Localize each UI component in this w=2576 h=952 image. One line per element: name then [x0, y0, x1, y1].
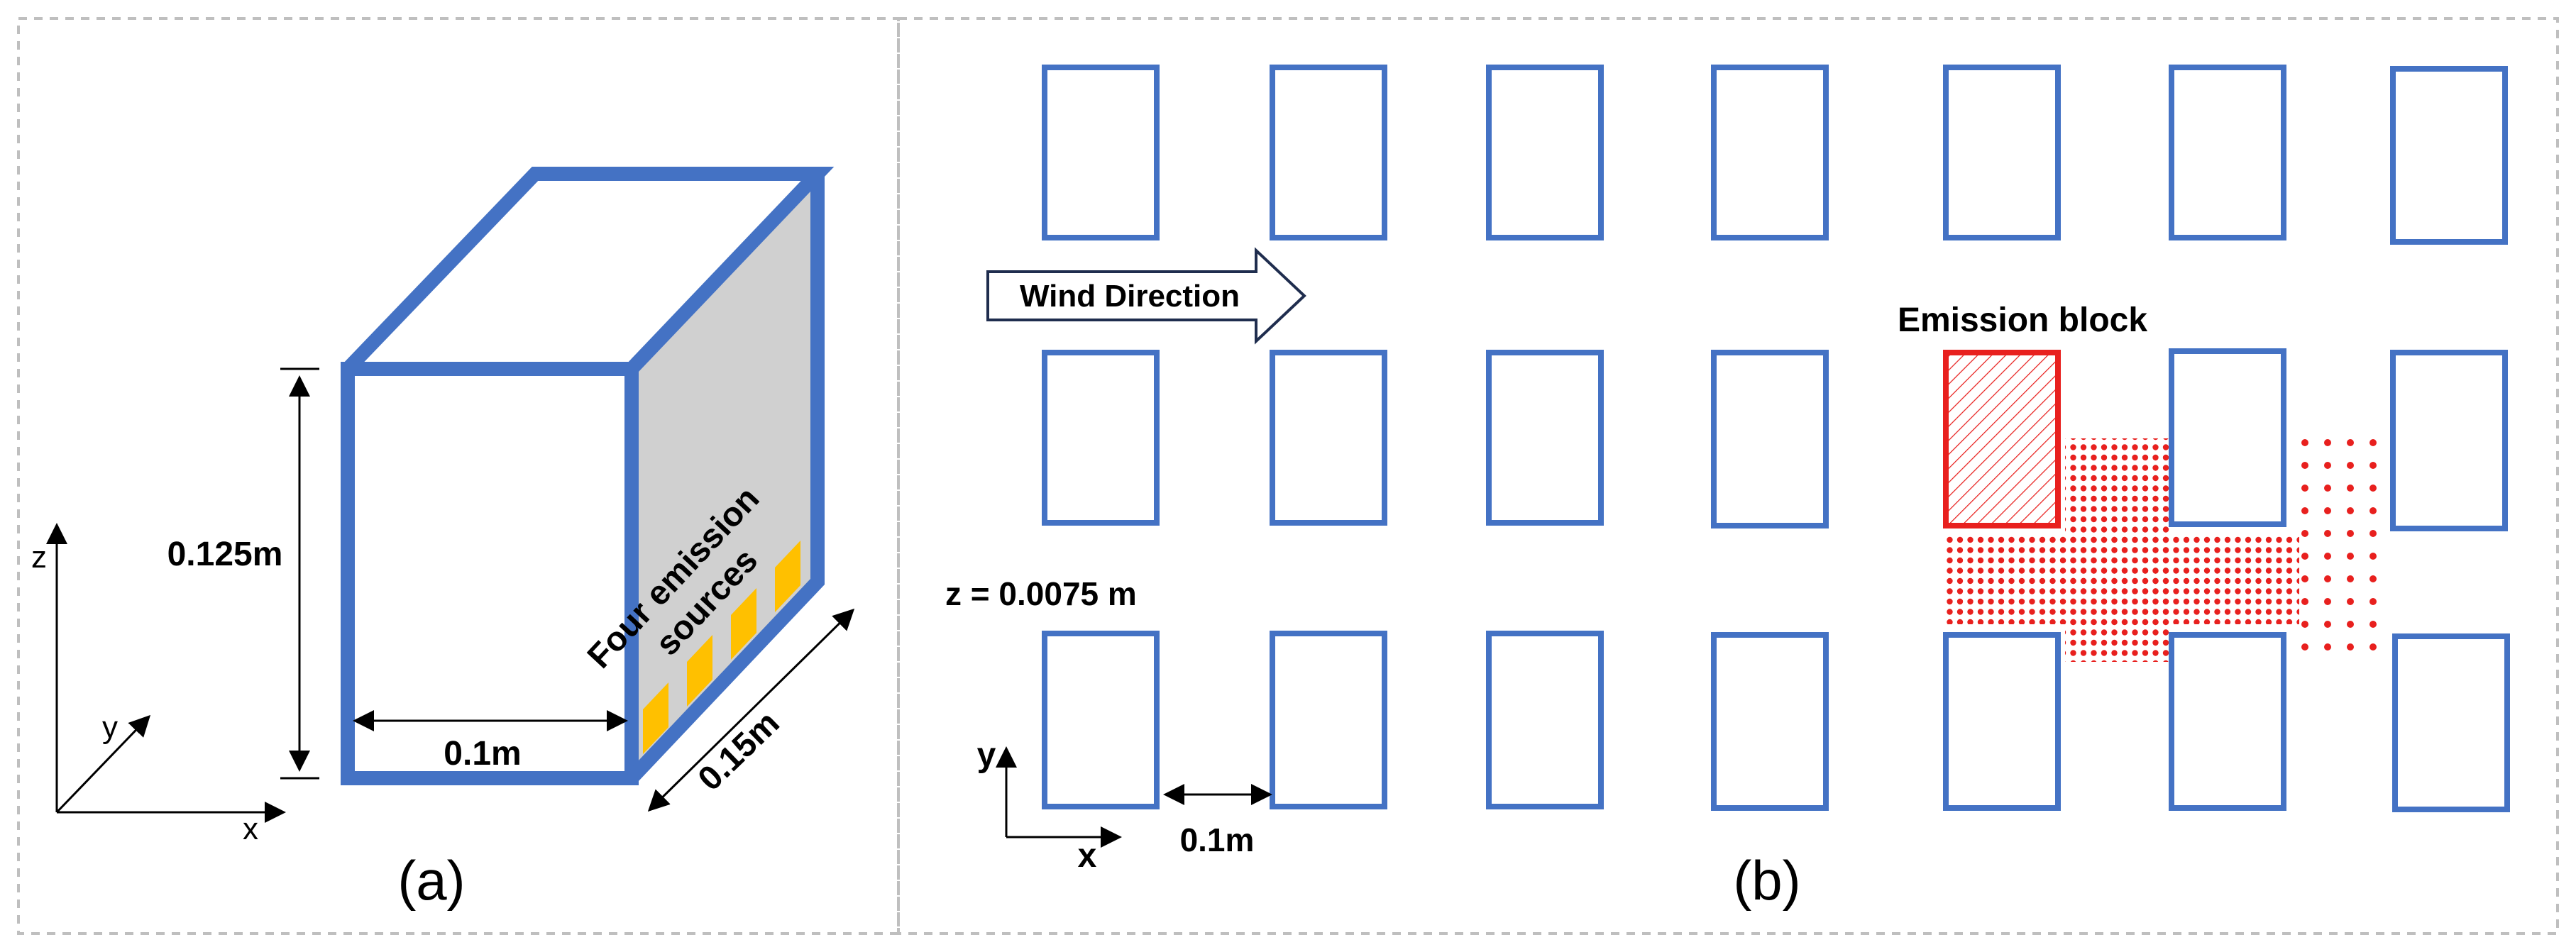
wind-direction-arrow	[986, 247, 1306, 345]
panel-b: Emission block Wind Direction z = 0.0075…	[945, 65, 2510, 912]
spacing-label: 0.1m	[1180, 821, 1255, 858]
emission-block-label: Emission block	[1898, 301, 2147, 339]
concentration-dots-sparse	[2292, 433, 2383, 660]
emission-block	[1943, 350, 2061, 528]
building-block	[1943, 65, 2061, 240]
building-block	[1270, 631, 1387, 809]
panel-a-frame	[17, 17, 900, 935]
wind-direction-label: Wind Direction	[1020, 279, 1240, 314]
depth-dimension-arrow	[647, 608, 855, 812]
axes-b	[996, 746, 1122, 848]
building-block	[2169, 348, 2286, 527]
height-label: 0.125m	[167, 536, 283, 573]
plane-height-label: z = 0.0075 m	[945, 575, 1137, 612]
building-block	[1486, 631, 1604, 809]
building-block	[1711, 65, 1829, 240]
building-block	[1270, 350, 1387, 526]
building-block	[1042, 65, 1160, 240]
building-block	[1042, 350, 1160, 526]
axis-y-label-b: y	[977, 736, 996, 774]
building-block	[1270, 65, 1387, 240]
axis-x-label: x	[243, 812, 258, 846]
axes-a	[46, 523, 286, 823]
caption-a: (a)	[397, 849, 465, 912]
building-block	[2390, 66, 2508, 245]
emission-source	[775, 541, 800, 612]
caption-b: (b)	[1733, 849, 1800, 912]
depth-label: 0.15m	[691, 704, 787, 799]
building-block	[2169, 65, 2286, 240]
axis-z-label: z	[31, 540, 47, 575]
building-block	[2390, 350, 2508, 531]
width-label: 0.1m	[444, 735, 521, 773]
axis-x-label-b: x	[1078, 837, 1097, 875]
building-block	[1486, 65, 1604, 240]
building-block	[1711, 632, 1829, 811]
building-block	[1711, 350, 1829, 528]
panel-a: Four emission sources 0.125m 0.1m 0.15m …	[31, 167, 855, 912]
panel-b-frame	[897, 17, 2559, 935]
building-block	[2392, 633, 2510, 812]
building-block	[1943, 632, 2061, 811]
building-block	[2169, 632, 2286, 811]
building-block	[1486, 350, 1604, 526]
building-block	[1042, 631, 1160, 809]
axis-y-label: y	[102, 710, 118, 745]
building-grid	[1042, 65, 2510, 812]
concentration-dots	[1944, 536, 2299, 624]
